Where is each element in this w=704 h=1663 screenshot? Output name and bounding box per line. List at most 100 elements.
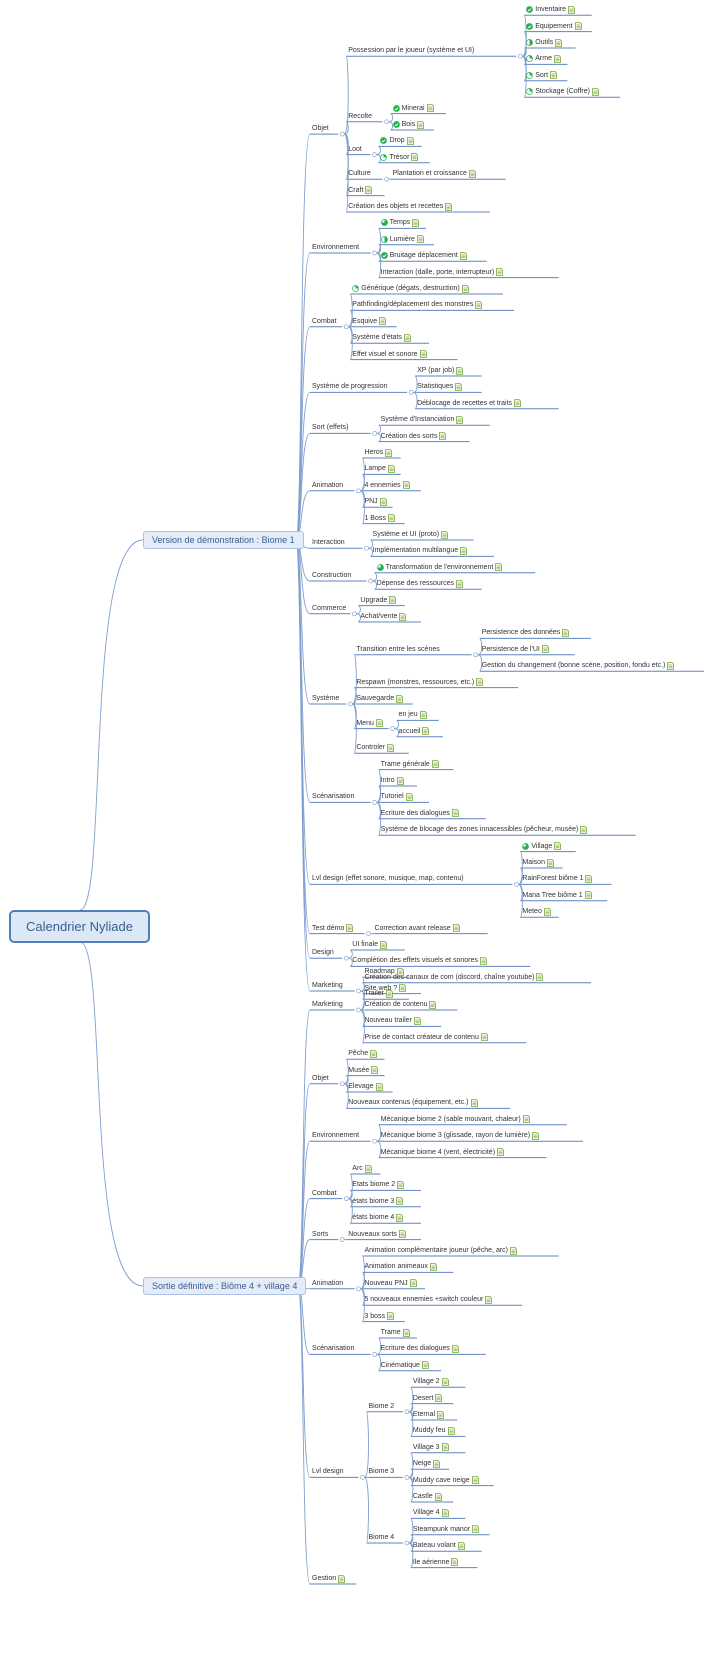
topic[interactable]: Sort xyxy=(526,71,557,80)
topic[interactable]: Recolte xyxy=(348,112,372,121)
note-icon[interactable] xyxy=(389,596,397,604)
topic[interactable]: Arme xyxy=(526,54,561,63)
note-icon[interactable] xyxy=(419,710,427,719)
topic[interactable]: Etats biome 2 xyxy=(352,1180,405,1189)
note-icon[interactable] xyxy=(422,1361,429,1370)
topic[interactable]: Transformation de l'environnement xyxy=(376,563,503,572)
note-icon[interactable] xyxy=(379,317,387,326)
topic[interactable]: Musée xyxy=(348,1066,379,1075)
note-icon[interactable] xyxy=(585,874,593,883)
note-icon[interactable] xyxy=(375,719,383,727)
note-icon[interactable] xyxy=(452,1344,459,1353)
topic[interactable]: Environnement xyxy=(312,1131,359,1140)
topic[interactable]: Equipement xyxy=(526,22,582,31)
topic[interactable]: Gestion du changement (bonne scène, posi… xyxy=(482,661,675,670)
note-icon[interactable] xyxy=(396,1213,404,1222)
main-topic[interactable]: Sortie définitive : Biôme 4 + village 4 xyxy=(143,1277,307,1295)
note-icon[interactable] xyxy=(338,1574,346,1583)
topic[interactable]: Pêche xyxy=(348,1049,378,1058)
topic[interactable]: 3 boss xyxy=(364,1312,394,1321)
note-icon[interactable] xyxy=(399,612,407,621)
note-icon[interactable] xyxy=(414,1016,421,1025)
note-icon[interactable] xyxy=(411,153,419,162)
topic[interactable]: Déblocage de recettes et traits xyxy=(417,399,521,408)
note-icon[interactable] xyxy=(456,366,464,375)
topic[interactable]: Biome 3 xyxy=(369,1467,395,1476)
topic[interactable]: Steampunk manor xyxy=(413,1525,479,1534)
note-icon[interactable] xyxy=(541,645,549,654)
topic[interactable]: Système d'états xyxy=(352,333,411,342)
topic[interactable]: Système de blocage des zones innacessibl… xyxy=(381,825,588,834)
note-icon[interactable] xyxy=(457,1541,465,1550)
root-topic[interactable]: Calendrier Nyliade xyxy=(9,910,150,943)
note-icon[interactable] xyxy=(568,5,575,14)
topic[interactable]: Arc xyxy=(352,1164,372,1173)
note-icon[interactable] xyxy=(405,792,413,801)
note-icon[interactable] xyxy=(452,924,460,932)
note-icon[interactable] xyxy=(456,415,464,424)
note-icon[interactable] xyxy=(510,1246,517,1255)
note-icon[interactable] xyxy=(387,464,395,473)
note-icon[interactable] xyxy=(532,1131,539,1140)
topic[interactable]: Nouveau PNJ xyxy=(364,1279,417,1288)
note-icon[interactable] xyxy=(592,87,599,96)
topic[interactable]: Animation complémentaire joueur (pêche, … xyxy=(364,1246,517,1255)
note-icon[interactable] xyxy=(431,760,439,768)
note-icon[interactable] xyxy=(554,842,562,850)
topic[interactable]: RainForest biôme 1 xyxy=(522,874,593,883)
topic[interactable]: UI finale xyxy=(352,940,387,949)
note-icon[interactable] xyxy=(396,694,404,703)
topic[interactable]: Trailer xyxy=(364,989,393,998)
note-icon[interactable] xyxy=(480,1033,488,1042)
note-icon[interactable] xyxy=(451,1558,459,1566)
topic[interactable]: Maison xyxy=(522,858,554,867)
topic[interactable]: Prise de contact créateur de contenu xyxy=(364,1033,488,1042)
note-icon[interactable] xyxy=(476,678,484,686)
topic[interactable]: Plantation et croissance xyxy=(393,169,476,178)
topic[interactable]: 1 Boss xyxy=(364,514,395,523)
topic[interactable]: Site web ? xyxy=(364,984,407,993)
topic[interactable]: Mécanique biome 3 (glissade, rayon de lu… xyxy=(381,1131,539,1140)
topic[interactable]: Test démo xyxy=(312,924,354,933)
note-icon[interactable] xyxy=(543,907,551,916)
topic[interactable]: Nouveaux sorts xyxy=(348,1230,406,1239)
topic[interactable]: Ecriture des dialogues xyxy=(381,1344,459,1353)
topic[interactable]: Trame xyxy=(381,1328,410,1337)
note-icon[interactable] xyxy=(580,825,588,834)
topic[interactable]: XP (par job) xyxy=(417,366,464,375)
topic[interactable]: Mana Tree biôme 1 xyxy=(522,891,592,900)
topic[interactable]: en jeu xyxy=(399,710,427,719)
topic[interactable]: 5 nouveaux ennemies +switch couleur xyxy=(364,1295,493,1304)
topic[interactable]: Muddy cave neige xyxy=(413,1476,479,1485)
topic[interactable]: Menu xyxy=(356,719,383,728)
note-icon[interactable] xyxy=(387,743,395,752)
note-icon[interactable] xyxy=(346,924,354,932)
topic[interactable]: 4 ennemies xyxy=(364,481,410,490)
note-icon[interactable] xyxy=(471,1476,479,1484)
note-icon[interactable] xyxy=(460,546,468,555)
topic[interactable]: Sauvegarde xyxy=(356,694,404,703)
topic[interactable]: Outils xyxy=(526,38,563,47)
note-icon[interactable] xyxy=(547,858,554,867)
topic[interactable]: Marketing xyxy=(312,981,343,990)
note-icon[interactable] xyxy=(437,1410,444,1419)
note-icon[interactable] xyxy=(433,1459,441,1468)
note-icon[interactable] xyxy=(365,186,373,194)
topic[interactable]: Heros xyxy=(364,448,393,457)
note-icon[interactable] xyxy=(435,1394,443,1402)
topic[interactable]: Objet xyxy=(312,1074,329,1083)
topic[interactable]: Correction avant release xyxy=(374,924,460,933)
note-icon[interactable] xyxy=(370,1049,378,1058)
topic[interactable]: Création des objets et recettes xyxy=(348,202,453,211)
topic[interactable]: Meteo xyxy=(522,907,551,916)
topic[interactable]: Persistence des données xyxy=(482,628,570,637)
note-icon[interactable] xyxy=(441,530,448,539)
note-icon[interactable] xyxy=(495,563,503,572)
topic[interactable]: Lumière xyxy=(380,235,424,244)
topic[interactable]: Temps xyxy=(380,218,420,227)
topic[interactable]: Système de progression xyxy=(312,382,387,391)
topic[interactable]: Muddy feu xyxy=(413,1426,455,1435)
topic[interactable]: Pathfinding/déplacement des monstres xyxy=(352,300,483,309)
topic[interactable]: Inventaire xyxy=(526,5,575,14)
topic[interactable]: Mécanique biome 2 (sable mouvant, chaleu… xyxy=(381,1115,530,1124)
